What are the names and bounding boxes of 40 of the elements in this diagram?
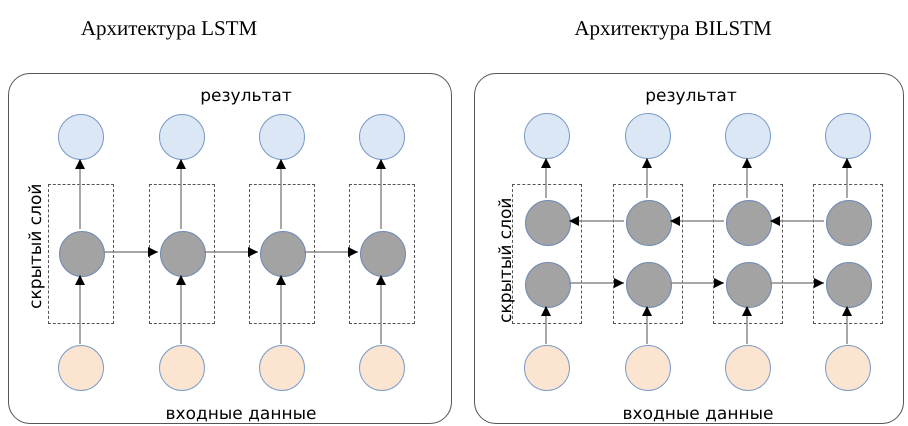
arrow <box>642 158 652 198</box>
arrow <box>770 216 824 226</box>
arrow <box>742 158 752 198</box>
input-label: входные данные <box>166 404 316 424</box>
arrow <box>742 306 752 344</box>
arrow <box>376 159 386 229</box>
arrow <box>276 275 286 344</box>
output-label: результат <box>200 86 292 106</box>
arrow <box>276 159 286 229</box>
dashed-box <box>149 184 215 324</box>
arrow <box>842 306 852 344</box>
arrow <box>75 159 85 229</box>
dashed-box <box>249 184 315 324</box>
arrow <box>569 278 624 288</box>
arrow <box>304 247 358 257</box>
hidden-layer-label: скрытый слой <box>26 184 46 309</box>
dashed-box <box>613 184 683 324</box>
arrow <box>642 306 652 344</box>
arrow <box>176 159 186 229</box>
arrow <box>670 216 724 226</box>
panel-heading: Архитектура LSTM <box>80 16 258 42</box>
arrow <box>541 158 551 198</box>
arrow <box>842 158 852 198</box>
output-label: результат <box>645 86 737 106</box>
arrow <box>176 275 186 344</box>
arrow <box>770 278 824 288</box>
arrow <box>376 275 386 344</box>
dashed-box <box>813 184 883 324</box>
hidden-layer-label: скрытый слой <box>496 198 516 323</box>
arrow <box>103 247 158 257</box>
arrow <box>541 306 551 344</box>
dashed-box <box>349 184 415 324</box>
input-label: входные данные <box>622 404 774 424</box>
dashed-box <box>713 184 783 324</box>
dashed-box <box>48 184 114 324</box>
arrow <box>569 216 624 226</box>
arrow <box>204 247 258 257</box>
arrow <box>75 275 85 344</box>
panel-heading: Архитектура BILSTM <box>574 16 772 42</box>
arrow <box>670 278 724 288</box>
